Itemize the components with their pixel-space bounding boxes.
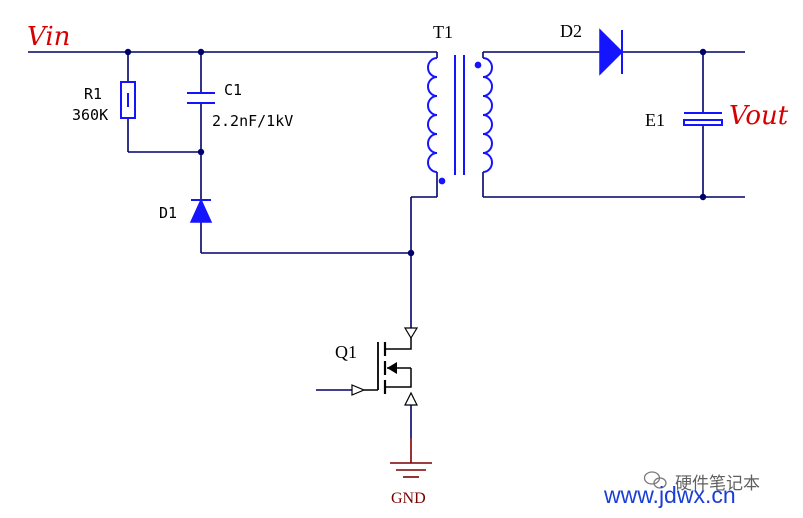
transformer-primary-dot bbox=[438, 177, 446, 185]
resistor-r1 bbox=[120, 81, 136, 119]
junction-c1-vin bbox=[197, 48, 205, 56]
junction-e1-bottom bbox=[699, 193, 707, 201]
label-d1-name: D1 bbox=[159, 204, 177, 222]
junction-drain bbox=[407, 249, 415, 257]
transformer-secondary-dot bbox=[474, 61, 482, 69]
label-vin: Vin bbox=[27, 22, 70, 52]
label-r1-name: R1 bbox=[84, 85, 102, 103]
label-t1-name: T1 bbox=[433, 22, 453, 42]
diode-d1-triangle bbox=[189, 198, 213, 223]
gate-input-arrow bbox=[351, 384, 366, 396]
diode-d1 bbox=[189, 198, 213, 223]
label-c1-name: C1 bbox=[224, 81, 242, 99]
capacitor-e1-plate-bottom bbox=[683, 119, 723, 126]
junction-r1-vin bbox=[124, 48, 132, 56]
label-d2-name: D2 bbox=[560, 21, 582, 41]
transformer-t1 bbox=[427, 55, 493, 185]
junction-c1-r1 bbox=[197, 148, 205, 156]
mosfet-source-lead bbox=[385, 368, 412, 388]
label-r1-value: 360K bbox=[72, 106, 108, 124]
ground-symbol bbox=[390, 438, 432, 478]
junction-e1-top bbox=[699, 48, 707, 56]
label-gnd: GND bbox=[391, 490, 426, 507]
label-q1-name: Q1 bbox=[335, 342, 357, 362]
capacitor-c1 bbox=[187, 92, 215, 104]
mosfet-drain-lead bbox=[385, 330, 412, 350]
junctions bbox=[124, 48, 707, 257]
label-c1-value: 2.2nF/1kV bbox=[212, 112, 293, 130]
drain-pin-arrow bbox=[403, 327, 419, 340]
resistor-r1-body bbox=[120, 81, 136, 119]
label-e1-name: E1 bbox=[645, 110, 665, 130]
source-pin-arrow bbox=[404, 391, 418, 406]
wechat-icon bbox=[643, 471, 667, 489]
mosfet-body-arrow bbox=[387, 362, 397, 374]
diode-d2-triangle bbox=[599, 28, 624, 76]
watermark-url: www.jdwx.cn bbox=[603, 482, 736, 508]
label-vout: Vout bbox=[729, 101, 789, 131]
capacitor-e1 bbox=[683, 112, 723, 126]
transformer-primary-winding bbox=[427, 57, 438, 173]
transformer-secondary-winding bbox=[482, 57, 493, 173]
watermark: 硬件笔记本 www.jdwx.cn bbox=[603, 471, 760, 508]
watermark-brand: 硬件笔记本 bbox=[675, 474, 760, 494]
diode-d2 bbox=[599, 28, 624, 76]
mosfet-q1 bbox=[351, 327, 419, 406]
